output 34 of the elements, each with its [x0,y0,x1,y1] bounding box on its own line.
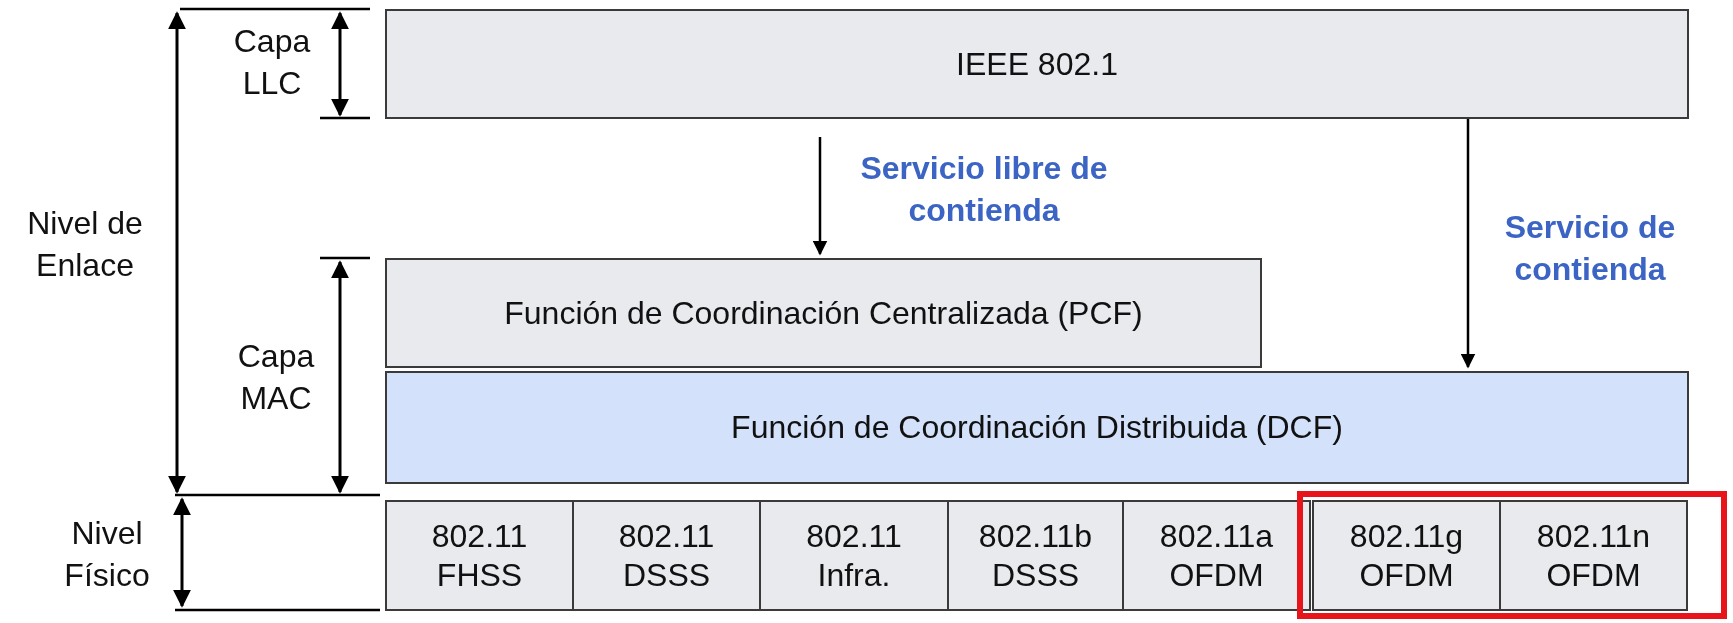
layer-text: Función de Coordinación Centralizada (PCF) [504,293,1143,333]
layer-box [385,371,1689,484]
layer-box [385,500,574,611]
layer-box [1499,500,1688,611]
layer-box [759,500,949,611]
layer-box [1312,500,1501,611]
layer-text: OFDM [1359,555,1454,594]
layer-text: 802.11a [1159,517,1274,556]
layer-text: OFDM [1546,555,1641,594]
layer-text: Función de Coordinación Distribuida (DCF) [731,408,1343,447]
layer-box [947,500,1124,611]
arrow [812,137,828,256]
layer-text: 802.11 [431,517,528,556]
layer-label: Capa MAC [236,337,316,418]
layer-label: Nivel Físico [63,514,151,595]
layer-text: 802.11 [618,517,715,556]
layer-text: 802.11 [806,517,902,556]
layer-box [385,9,1689,119]
layer-box [385,258,1262,368]
layer-text: DSSS [991,555,1080,594]
layer-text: Infra. [817,555,891,594]
layer-text: IEEE 802.1 [956,44,1118,84]
layer-text: OFDM [1169,555,1264,594]
arrow [1460,119,1476,369]
layer-text: 802.11b [978,517,1093,556]
layer-text: FHSS [436,555,523,594]
highlight-frame [1297,491,1727,619]
layer-box [1122,500,1311,611]
layer-label: Nivel de Enlace [26,204,144,285]
layer-label: Capa LLC [232,22,312,103]
layer-text: DSSS [622,555,711,594]
layer-text: 802.11g [1349,517,1464,556]
layer-box [572,500,761,611]
layer-text: 802.11n [1536,517,1651,556]
